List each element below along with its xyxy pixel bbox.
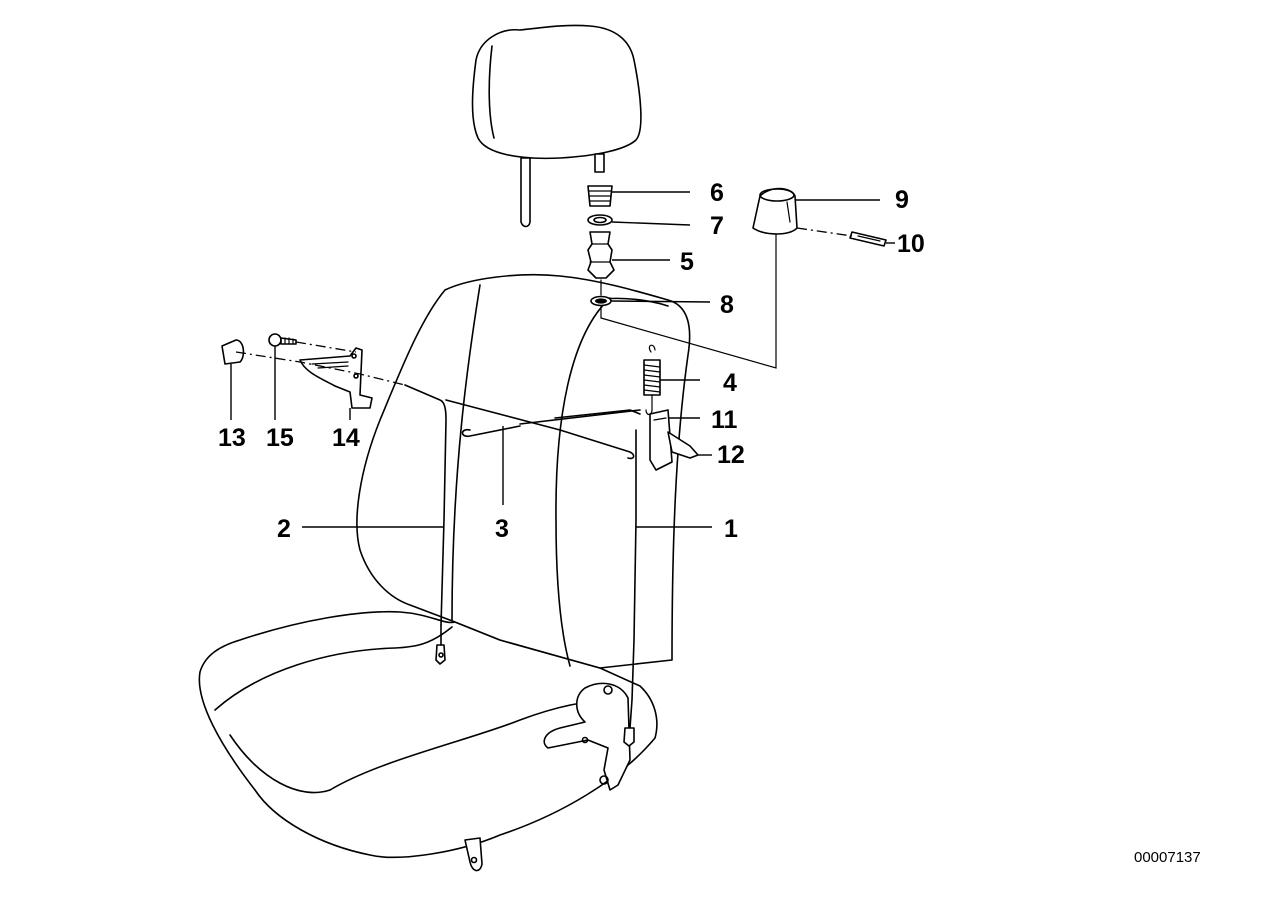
callout-14: 14 <box>332 424 360 452</box>
recliner-bracket <box>543 682 631 791</box>
cap-location-line <box>600 233 777 369</box>
callout-2: 2 <box>277 515 291 543</box>
part-13-trim-cap <box>221 339 245 365</box>
callout-6: 6 <box>710 179 724 207</box>
part-1-cable <box>623 429 637 747</box>
leader-lines <box>230 191 895 528</box>
part-10-pin <box>849 231 887 247</box>
callout-3: 3 <box>495 515 509 543</box>
callout-7: 7 <box>710 212 724 240</box>
part-7-ring <box>587 214 613 226</box>
part-8-washer <box>590 295 612 307</box>
part-3-rod <box>461 409 641 438</box>
part-2-cable <box>404 384 635 665</box>
callout-labels: 1 2 3 4 5 6 7 8 9 10 11 12 13 14 15 <box>218 179 925 543</box>
part-5-guide-sleeve <box>587 231 615 279</box>
callout-13: 13 <box>218 424 246 452</box>
document-number: 00007137 <box>1134 849 1201 866</box>
callout-5: 5 <box>680 248 694 276</box>
backrest <box>356 273 691 669</box>
callout-10: 10 <box>897 230 925 258</box>
callout-8: 8 <box>720 291 734 319</box>
part-11-release-lever <box>649 409 673 471</box>
part-9-cap <box>752 187 798 235</box>
callout-9: 9 <box>895 186 909 214</box>
callout-11: 11 <box>711 406 738 434</box>
part-14-bracket <box>299 347 373 409</box>
part-6-spring-sleeve <box>587 185 613 207</box>
callout-1: 1 <box>724 515 738 543</box>
callout-12: 12 <box>717 441 745 469</box>
pin-axis-line <box>796 227 853 237</box>
part-15-screw <box>268 333 297 347</box>
screw-axis-line <box>295 341 357 353</box>
trim-axis-line <box>235 351 406 386</box>
headrest <box>471 24 642 228</box>
callout-15: 15 <box>266 424 294 452</box>
part-12-handle <box>667 431 699 459</box>
callout-4: 4 <box>723 369 737 397</box>
